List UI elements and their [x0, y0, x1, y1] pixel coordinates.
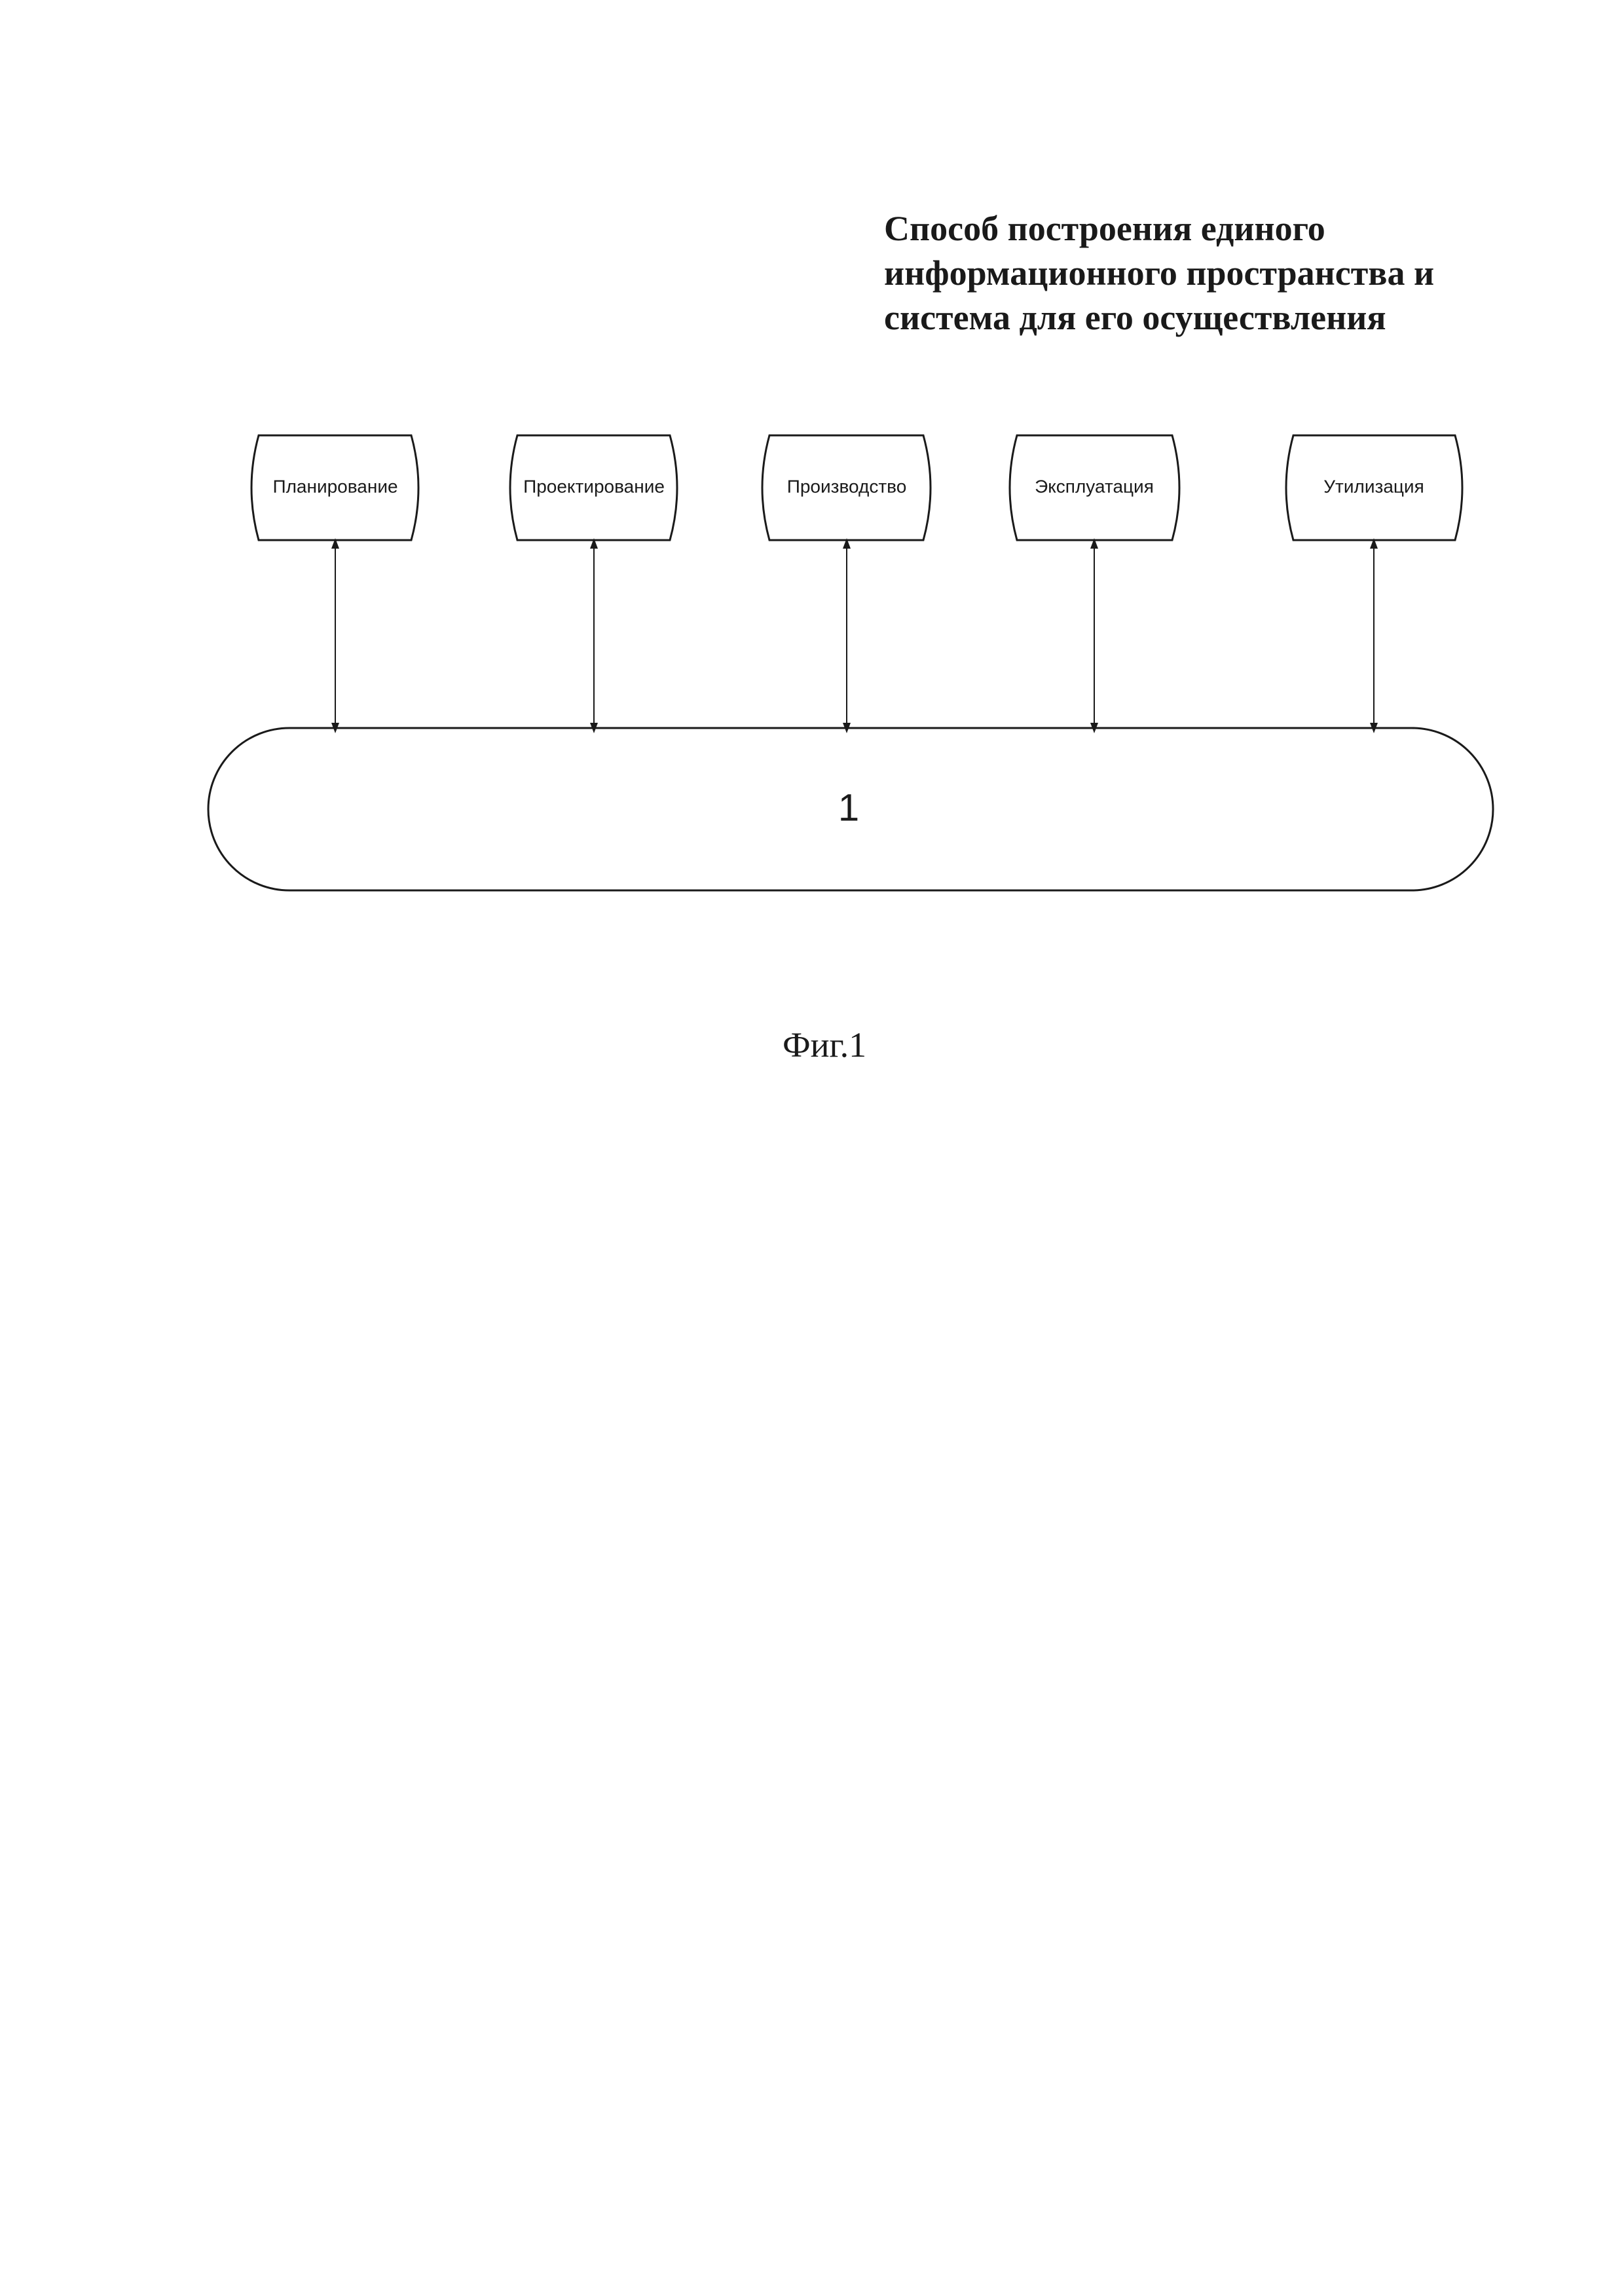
stage-planning-label: Планирование	[272, 476, 397, 496]
stage-disposal-shape	[1285, 434, 1464, 541]
stage-planning-shape	[250, 434, 420, 541]
stage-design: Проектирование	[509, 434, 678, 541]
stage-design-label: Проектирование	[523, 476, 665, 496]
information-space-bus: 1	[207, 727, 1494, 892]
stage-operation-shape	[1008, 434, 1181, 541]
stage-design-shape	[509, 434, 678, 541]
information-space-bus-label: 1	[838, 786, 859, 829]
lifecycle-diagram: Планирование Проектирование Производство…	[207, 434, 1494, 892]
stage-production: Производство	[761, 434, 932, 541]
stage-production-shape	[761, 434, 932, 541]
stage-disposal-label: Утилизация	[1323, 476, 1424, 496]
figure-caption: Фиг.1	[783, 1025, 867, 1065]
stage-operation: Эксплуатация	[1008, 434, 1181, 541]
stage-disposal: Утилизация	[1285, 434, 1464, 541]
stage-production-label: Производство	[787, 476, 907, 496]
document-title: Способ построения единого информационног…	[884, 206, 1539, 340]
document-title-line-3: система для его осуществления	[884, 298, 1386, 337]
information-space-bus-shape	[207, 727, 1494, 892]
stage-planning: Планирование	[250, 434, 420, 541]
document-title-line-1: Способ построения единого	[884, 209, 1325, 248]
document-title-line-2: информационного пространства и	[884, 253, 1435, 293]
stage-operation-label: Эксплуатация	[1035, 476, 1154, 496]
